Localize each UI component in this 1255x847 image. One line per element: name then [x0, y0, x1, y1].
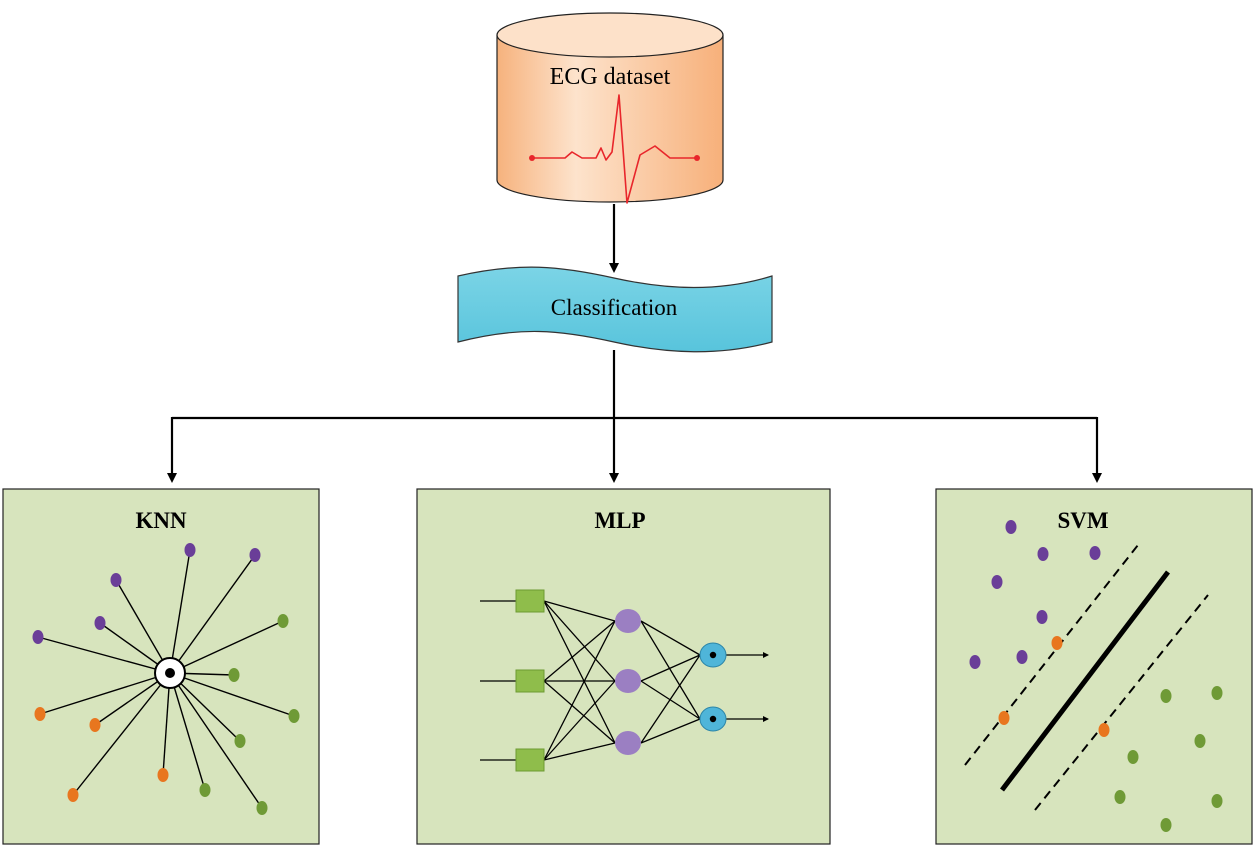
mlp-edge [640, 620, 701, 656]
dataset-label: ECG dataset [550, 64, 671, 90]
mlp-edge [543, 600, 616, 744]
svm-purple-point [1089, 546, 1101, 560]
svm-green-point [1211, 794, 1223, 808]
svm-green-point [1114, 790, 1126, 804]
knn-link [169, 672, 263, 809]
svm-panel: SVM [935, 488, 1253, 845]
svm-title: SVM [1057, 508, 1108, 533]
knn-title: KNN [135, 508, 187, 533]
svm-hyperplane [1000, 570, 1170, 792]
knn-green-point [199, 783, 211, 797]
ecg-waveform-icon [529, 94, 700, 204]
mlp-edge [640, 620, 701, 720]
knn-purple-point [110, 573, 122, 587]
knn-link [162, 672, 171, 776]
knn-link [169, 620, 284, 674]
knn-green-point [288, 709, 300, 723]
knn-orange-point [157, 768, 169, 782]
mlp-edge [640, 654, 701, 744]
svm-green-point [1127, 750, 1139, 764]
knn-green-point [234, 734, 246, 748]
mlp-input-node [515, 589, 545, 613]
mlp-hidden-node [615, 609, 641, 633]
knn-purple-point [32, 630, 44, 644]
svm-orange-point [1051, 636, 1063, 650]
svm-orange-point [998, 711, 1010, 725]
svm-purple-point [1016, 650, 1028, 664]
mlp-panel: MLP [416, 488, 831, 845]
mlp-title: MLP [594, 508, 645, 533]
mlp-edge [640, 654, 701, 682]
svm-margin-lower [1034, 594, 1209, 811]
svm-purple-point [969, 655, 981, 669]
knn-link [169, 672, 295, 717]
svm-purple-point [1036, 610, 1048, 624]
knn-link [115, 579, 171, 674]
classification-label: Classification [551, 295, 678, 320]
svm-green-point [1194, 734, 1206, 748]
mlp-edge [543, 600, 616, 682]
svm-green-point [1211, 686, 1223, 700]
mlp-network [480, 589, 769, 772]
mlp-output-core [709, 651, 717, 659]
mlp-edge [543, 620, 616, 682]
svm-margin-upper [964, 544, 1139, 766]
mlp-edge [543, 620, 616, 761]
mlp-output-core [709, 715, 717, 723]
svm-points [969, 520, 1223, 832]
mlp-hidden-node [615, 669, 641, 693]
knn-green-point [277, 614, 289, 628]
knn-orange-point [89, 718, 101, 732]
svm-purple-point [1037, 547, 1049, 561]
knn-purple-point [249, 548, 261, 562]
classification-banner: Classification [457, 266, 773, 353]
mlp-input-node [515, 748, 545, 772]
knn-link [39, 672, 171, 715]
knn-query-point [154, 657, 186, 689]
mlp-edge [640, 718, 701, 744]
mlp-edge [543, 600, 616, 622]
ecg-dataset-cylinder: ECG dataset [496, 12, 724, 204]
knn-link [169, 554, 256, 674]
svm-purple-point [991, 575, 1003, 589]
mlp-hidden-node [615, 731, 641, 755]
knn-link [72, 672, 171, 796]
mlp-input-node [515, 669, 545, 693]
svm-green-point [1160, 818, 1172, 832]
knn-points [32, 543, 300, 815]
knn-orange-point [34, 707, 46, 721]
mlp-edge [543, 742, 616, 761]
svm-orange-point [1098, 723, 1110, 737]
knn-neighbor-links [37, 549, 295, 809]
knn-purple-point [184, 543, 196, 557]
knn-link [37, 636, 171, 674]
mlp-edge [543, 680, 616, 744]
branch-connectors [167, 350, 1102, 483]
knn-link [169, 672, 241, 742]
knn-green-point [228, 668, 240, 682]
knn-green-point [256, 801, 268, 815]
knn-orange-point [67, 788, 79, 802]
knn-panel: KNN [2, 488, 320, 845]
mlp-edge [543, 680, 616, 761]
svm-green-point [1160, 689, 1172, 703]
knn-link [169, 549, 191, 674]
knn-link [169, 672, 206, 791]
knn-purple-point [94, 616, 106, 630]
svm-purple-point [1005, 520, 1017, 534]
